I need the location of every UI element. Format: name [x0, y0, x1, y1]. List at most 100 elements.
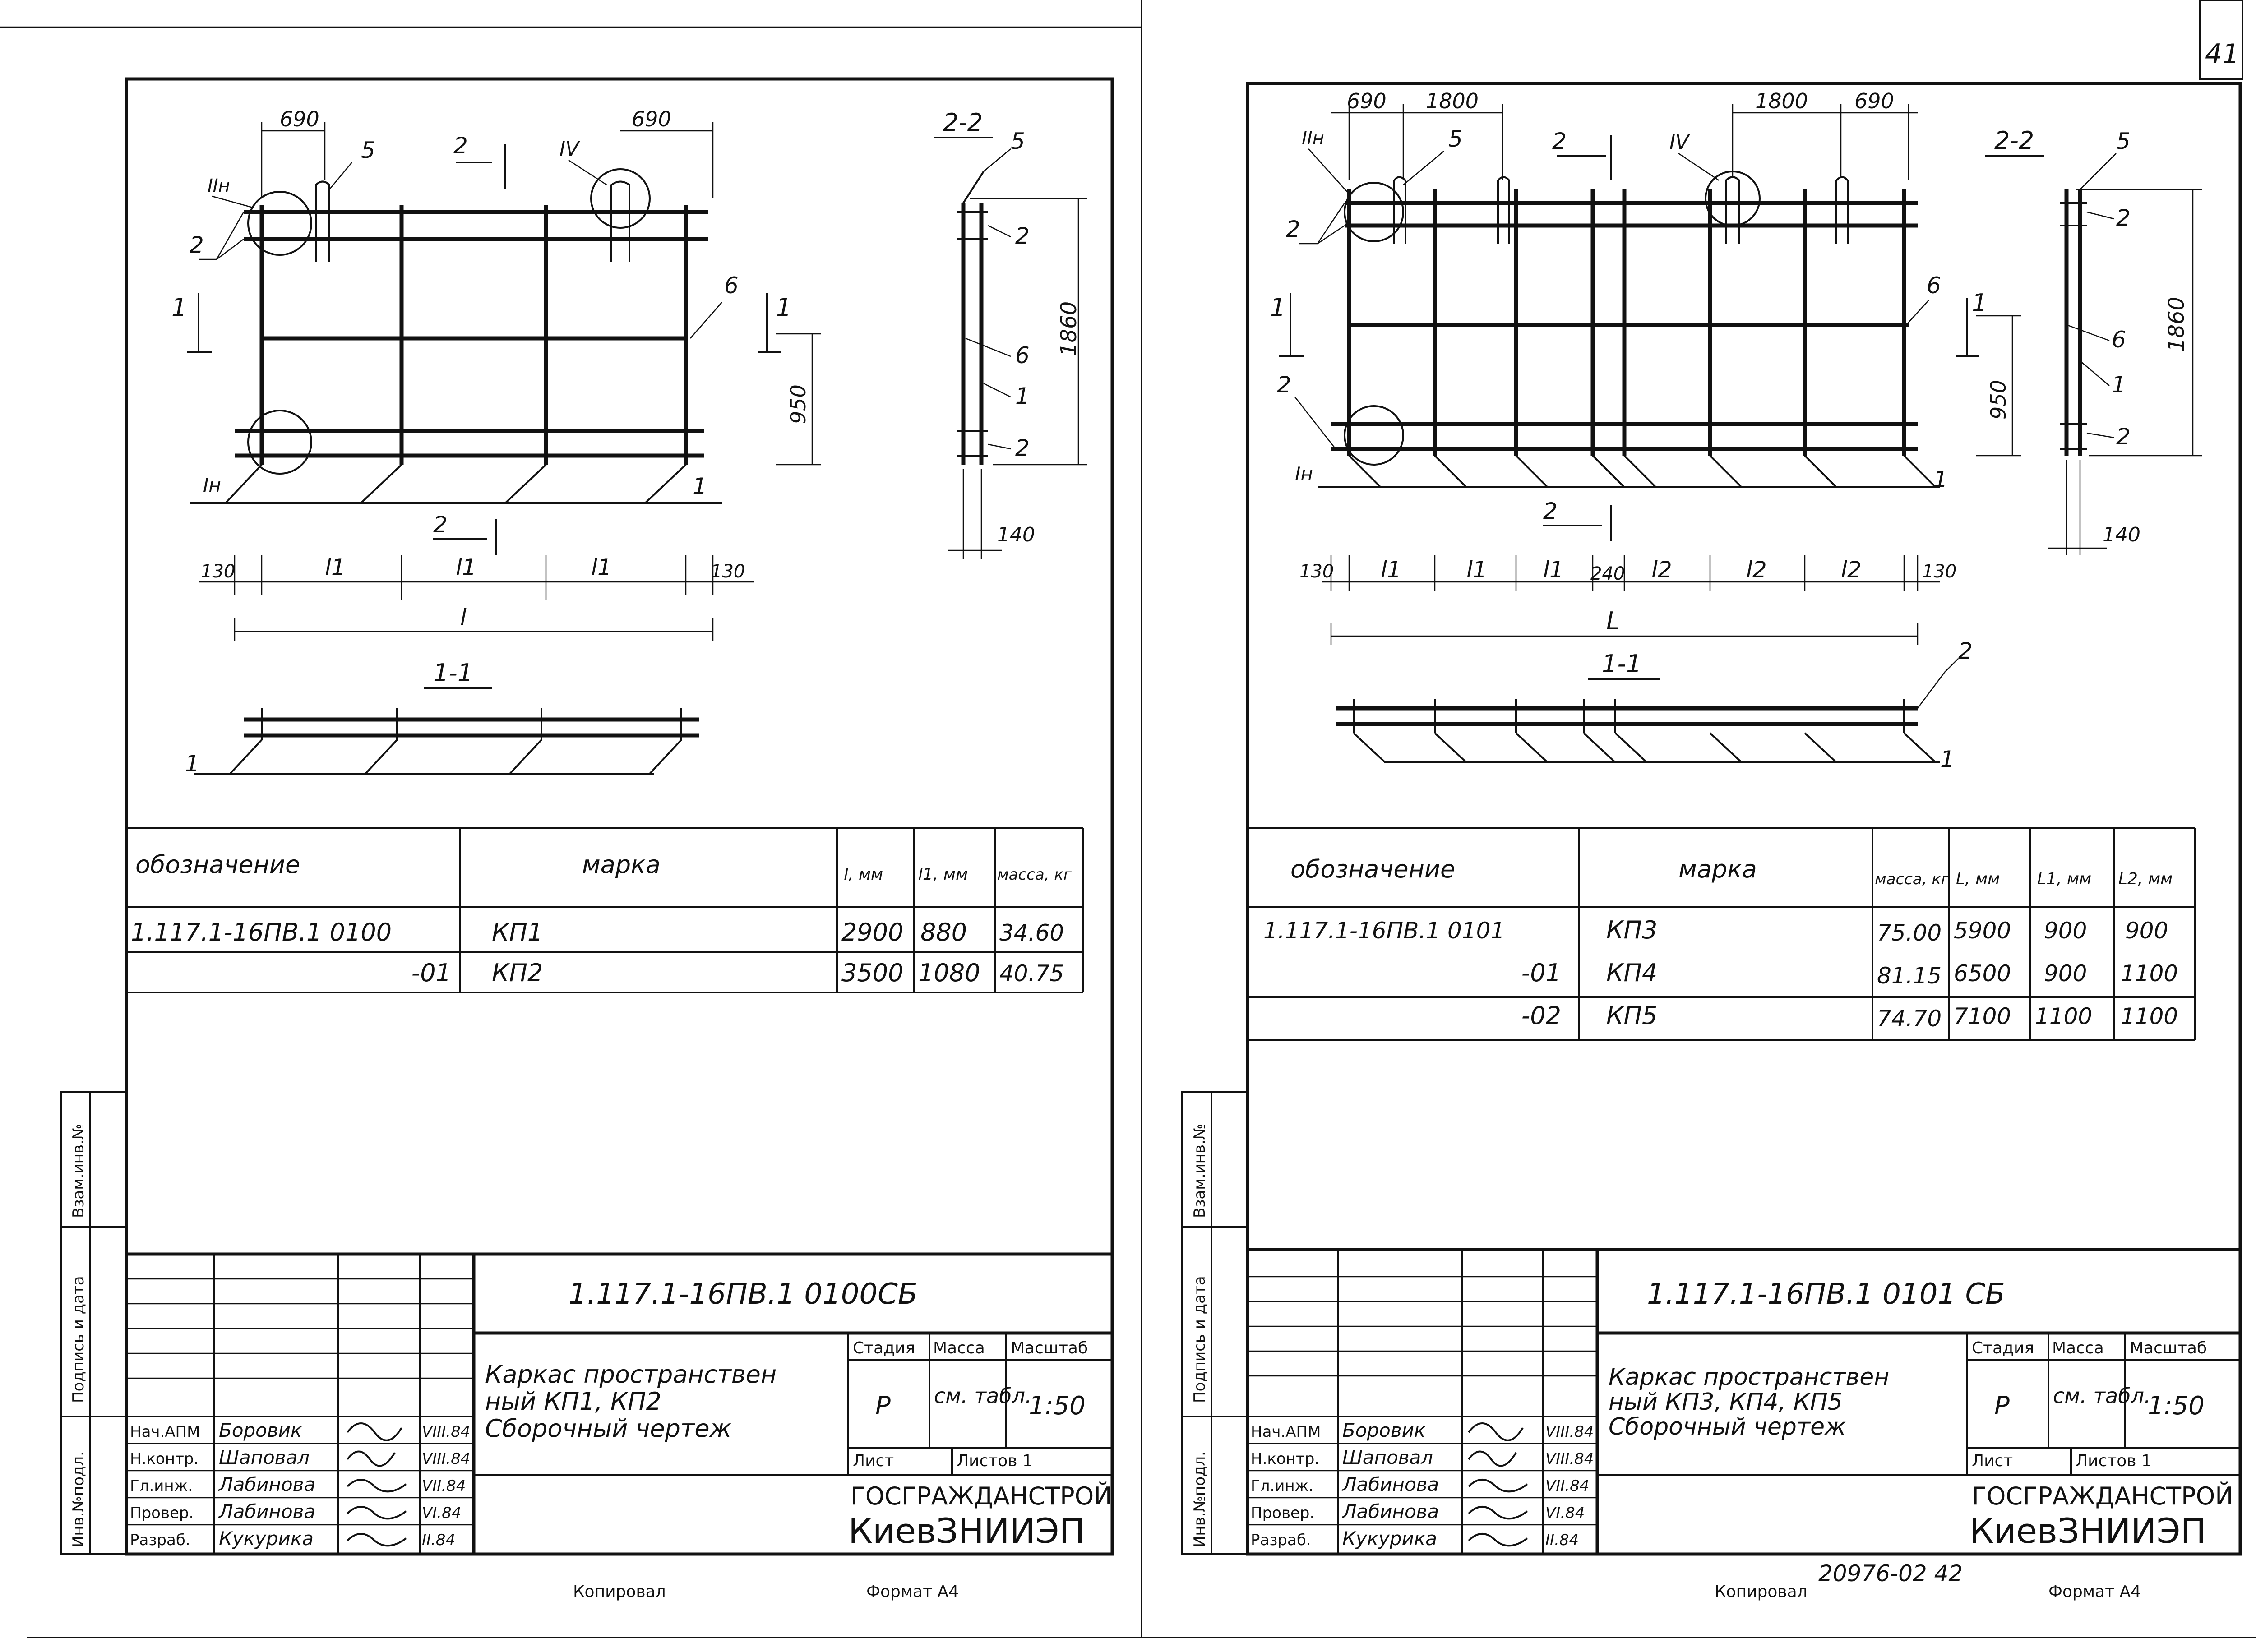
signature-icon [347, 1479, 407, 1493]
left-th-designation: обозначение [135, 850, 300, 879]
right-data-table: обозначение марка масса, кг L, мм L1, мм… [1248, 827, 2196, 1041]
svg-text:Боровик: Боровик [1342, 1419, 1426, 1441]
svg-text:5: 5 [2116, 128, 2131, 154]
svg-text:Боровик: Боровик [219, 1419, 302, 1441]
left-stamp-podpis: Подпись и дата [69, 1276, 88, 1403]
svg-text:1: 1 [1270, 293, 1285, 322]
svg-text:1100: 1100 [2121, 960, 2178, 987]
right-stamp-inv: Инв.№подл. [1191, 1451, 1209, 1547]
svg-text:1: 1 [693, 473, 707, 499]
svg-text:Н.контр.: Н.контр. [1251, 1450, 1319, 1468]
svg-text:5: 5 [361, 137, 375, 163]
svg-text:Кукурика: Кукурика [219, 1527, 314, 1550]
svg-text:130: 130 [201, 561, 235, 582]
svg-text:Масштаб: Масштаб [2130, 1339, 2207, 1357]
left-side-stamp [60, 1091, 127, 1555]
svg-text:ный КП3, КП4, КП5: ный КП3, КП4, КП5 [1609, 1389, 1843, 1416]
svg-text:ГОСГРАЖДАНСТРОЙ: ГОСГРАЖДАНСТРОЙ [851, 1482, 1112, 1510]
svg-text:130: 130 [1299, 561, 1334, 582]
svg-text:Стадия: Стадия [853, 1339, 915, 1357]
svg-text:-02: -02 [1521, 1001, 1561, 1030]
svg-text:IV: IV [559, 138, 580, 161]
svg-text:40.75: 40.75 [999, 960, 1064, 987]
svg-text:6: 6 [2112, 327, 2126, 353]
right-th-mark: марка [1678, 855, 1757, 883]
svg-text:2: 2 [2116, 424, 2131, 450]
svg-text:950: 950 [786, 384, 810, 424]
svg-text:1: 1 [1015, 383, 1030, 409]
svg-text:Р: Р [1994, 1391, 2010, 1421]
svg-text:КП3: КП3 [1606, 916, 1657, 944]
right-th-mass: масса, кг [1875, 870, 1950, 888]
svg-text:Iн: Iн [203, 474, 221, 496]
signature-icon [1468, 1533, 1528, 1547]
svg-text:L: L [1606, 607, 1620, 635]
svg-text:1: 1 [185, 751, 199, 777]
left-frame [125, 77, 1114, 1556]
signature-icon [1468, 1506, 1528, 1520]
svg-text:Шаповал: Шаповал [219, 1446, 310, 1468]
svg-text:VII.84: VII.84 [1545, 1477, 1589, 1495]
signature-icon [1468, 1450, 1517, 1467]
right-th-L: L, мм [1956, 870, 2000, 888]
right-stamp-podpis: Подпись и дата [1191, 1276, 1209, 1403]
svg-text:Кукурика: Кукурика [1342, 1527, 1437, 1550]
svg-text:ГОСГРАЖДАНСТРОЙ: ГОСГРАЖДАНСТРОЙ [1972, 1482, 2233, 1510]
svg-text:1: 1 [776, 293, 791, 322]
right-frame [1246, 82, 2242, 1556]
svg-text:130: 130 [711, 561, 745, 582]
svg-text:1: 1 [1933, 466, 1948, 493]
svg-text:Листов 1: Листов 1 [2076, 1452, 2152, 1470]
svg-text:2: 2 [1015, 223, 1030, 249]
svg-text:КП5: КП5 [1606, 1001, 1657, 1030]
svg-text:Нач.АПМ: Нач.АПМ [130, 1423, 200, 1441]
svg-text:2900: 2900 [841, 918, 903, 946]
svg-text:880: 880 [920, 918, 967, 946]
svg-text:690: 690 [1347, 89, 1387, 113]
right-footer-format: Формат А4 [2048, 1583, 2141, 1601]
svg-text:Лист: Лист [1972, 1452, 2013, 1470]
right-stamp-vzam: Взам.инв.№ [1191, 1124, 1209, 1218]
left-footer-format: Формат А4 [866, 1583, 959, 1601]
svg-text:Масса: Масса [2052, 1339, 2104, 1357]
svg-text:2: 2 [190, 232, 204, 258]
svg-text:81.15: 81.15 [1877, 963, 1942, 989]
svg-text:Гл.инж.: Гл.инж. [130, 1477, 193, 1495]
svg-text:Провер.: Провер. [130, 1504, 194, 1522]
right-th-L1: L1, мм [2037, 870, 2091, 888]
svg-text:140: 140 [997, 523, 1035, 546]
svg-text:6: 6 [1927, 272, 1941, 299]
svg-text:2-2: 2-2 [943, 108, 983, 137]
left-section-2-2: 2-2 5 2 6 1 2 1860 140 [934, 108, 1087, 559]
signature-icon [1468, 1479, 1528, 1493]
svg-text:l1: l1 [1381, 557, 1401, 583]
svg-text:34.60: 34.60 [999, 920, 1064, 946]
svg-text:II.84: II.84 [1545, 1531, 1579, 1549]
svg-text:Н.контр.: Н.контр. [130, 1450, 199, 1468]
svg-text:1-1: 1-1 [1602, 650, 1641, 678]
svg-text:2: 2 [1277, 372, 1291, 398]
left-doc-code: 1.117.1-16ПВ.1 0100СБ [569, 1278, 918, 1311]
svg-text:l: l [460, 604, 467, 630]
svg-text:74.70: 74.70 [1877, 1006, 1942, 1032]
right-th-L2: L2, мм [2118, 870, 2173, 888]
svg-text:1100: 1100 [2121, 1003, 2178, 1029]
svg-text:Р: Р [875, 1391, 891, 1421]
svg-text:Каркас пространствен: Каркас пространствен [1609, 1364, 1889, 1391]
svg-text:-01: -01 [1521, 959, 1561, 987]
svg-text:Лабинова: Лабинова [218, 1473, 315, 1495]
page-number-box [2199, 0, 2243, 80]
svg-text:1800: 1800 [1426, 89, 1479, 113]
svg-text:Каркас пространствен: Каркас пространствен [485, 1360, 777, 1389]
svg-text:1: 1 [2112, 372, 2126, 398]
svg-text:l1: l1 [456, 554, 476, 581]
svg-text:IIн: IIн [1302, 128, 1324, 149]
svg-text:2: 2 [1543, 498, 1558, 524]
right-section-1-1: 1-1 2 1 [1336, 638, 1973, 772]
svg-text:VII.84: VII.84 [422, 1477, 466, 1495]
svg-text:l2: l2 [1746, 557, 1767, 583]
svg-text:Сборочный чертеж: Сборочный чертеж [485, 1414, 732, 1443]
svg-text:VI.84: VI.84 [1545, 1504, 1585, 1522]
svg-text:130: 130 [1922, 561, 1956, 582]
